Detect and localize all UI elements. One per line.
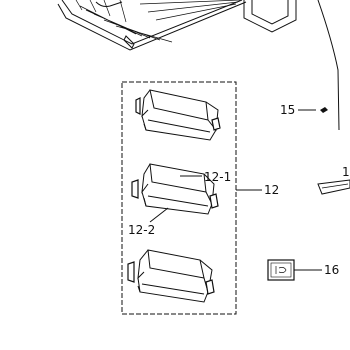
crisper-drawer-assembly — [57, 0, 247, 51]
door-bin-bottom — [127, 249, 215, 303]
label-1-partial: 1 — [342, 165, 350, 179]
label-15: 15 — [280, 103, 295, 117]
callout-16: 16 — [267, 259, 339, 281]
label-12-1: 12-1 — [204, 170, 231, 184]
callout-1-partial: 1 — [317, 165, 350, 195]
door-edge — [317, 0, 340, 131]
label-12-2: 12-2 — [128, 223, 155, 237]
door-trim-strip — [317, 179, 350, 195]
callout-15: 15 — [280, 103, 328, 117]
callout-12: 12 — [236, 183, 279, 197]
part-15-clip-icon — [320, 107, 328, 113]
callout-12-2: 12-2 — [128, 207, 169, 237]
door-bin-middle — [131, 163, 219, 215]
door-gasket-frame — [243, 0, 297, 33]
label-12: 12 — [264, 183, 279, 197]
label-16: 16 — [324, 263, 339, 277]
door-bin-top — [135, 89, 221, 141]
callout-12-1: 12-1 — [180, 170, 231, 184]
bin-group-box — [121, 81, 237, 315]
